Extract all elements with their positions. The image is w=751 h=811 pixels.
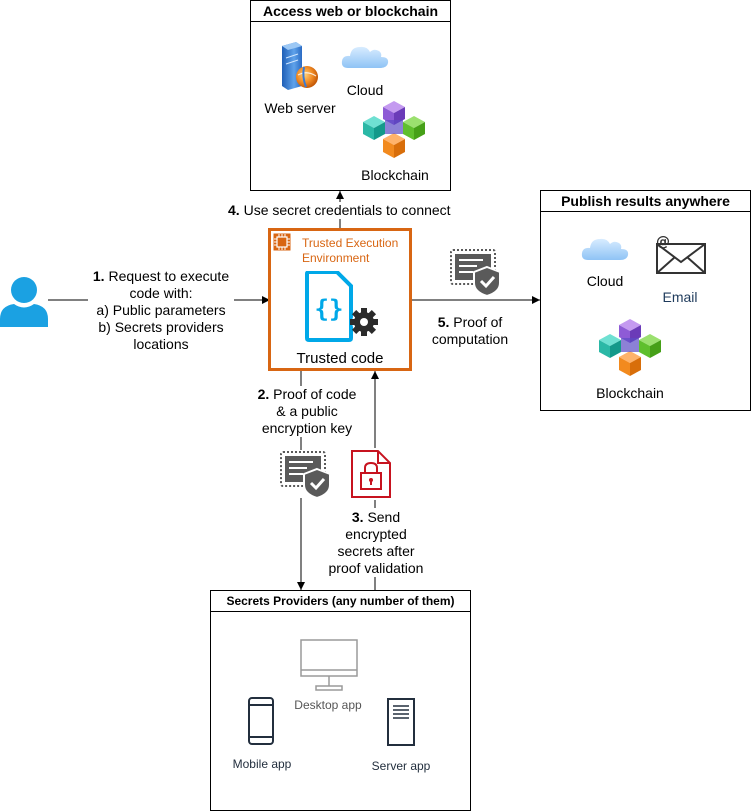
step-5-line1: Proof of: [453, 314, 503, 330]
server-icon: [387, 698, 415, 746]
step-3-line2: encrypted: [345, 526, 407, 542]
secrets-providers-box: Secrets Providers (any number of them): [210, 590, 471, 811]
publish-blockchain-label: Blockchain: [596, 385, 664, 401]
step-1-line3: a) Public parameters: [96, 302, 226, 318]
publish-cloud-label: Cloud: [586, 273, 624, 289]
step-2-line1: Proof of code: [273, 386, 357, 402]
step-1-label: 1. Request to execute code with: a) Publ…: [88, 268, 234, 353]
step-4-text: Use secret credentials to connect: [243, 202, 451, 218]
server-app-label: Server app: [371, 759, 431, 773]
step-1-line1: Request to execute: [108, 268, 230, 284]
certificate-icon: [450, 249, 501, 297]
step-1-line4: b) Secrets providers: [98, 319, 224, 335]
step-3-line3: secrets after: [337, 543, 415, 559]
web-blockchain-label: Blockchain: [361, 167, 429, 183]
step-3-number: 3.: [351, 509, 364, 525]
step-3-label: 3. Send encrypted secrets after proof va…: [322, 509, 430, 577]
tee-title-line2: Environment: [302, 251, 370, 265]
desktop-app-label: Desktop app: [294, 698, 362, 712]
publish-email-label: Email: [662, 289, 698, 305]
step-4-label: 4. Use secret credentials to connect: [228, 202, 451, 219]
proof-certificate-icon: [280, 451, 331, 499]
svg-text:{}: {}: [315, 295, 344, 323]
step-3-line1: Send: [367, 509, 401, 525]
trusted-code-label: Trusted code: [296, 350, 384, 367]
publish-results-box: Publish results anywhere: [540, 190, 751, 411]
publish-cloud-icon: [581, 238, 629, 260]
tee-title: Trusted Execution Environment: [302, 236, 398, 266]
mobile-app-label: Mobile app: [232, 757, 292, 771]
tee-title-line1: Trusted Execution: [302, 236, 399, 250]
step-5-label: 5. Proof of computation: [425, 314, 515, 348]
providers-box-title: Secrets Providers (any number of them): [211, 591, 470, 612]
step-2-line2: & a public: [276, 403, 338, 419]
web-server-label: Web server: [264, 100, 336, 116]
svg-text:@: @: [656, 234, 670, 250]
step-4-number: 4.: [228, 202, 240, 218]
blockchain-icon: [363, 101, 425, 158]
desktop-icon: [300, 639, 358, 691]
chip-icon: [273, 233, 291, 251]
code-file-icon: {}: [305, 271, 378, 342]
encrypted-file-icon: [351, 450, 391, 498]
web-blockchain-box: Access web or blockchain: [250, 0, 451, 191]
web-server-icon: [282, 42, 318, 90]
publish-box-title: Publish results anywhere: [541, 191, 750, 212]
user-icon: [0, 277, 48, 327]
step-1-line5: locations: [133, 336, 189, 352]
trusted-execution-environment: [268, 228, 412, 371]
publish-blockchain-icon: [599, 319, 661, 376]
step-5-number: 5.: [437, 314, 450, 330]
step-5-line2: computation: [431, 331, 509, 347]
step-2-number: 2.: [257, 386, 270, 402]
step-1-line2: code with:: [129, 285, 193, 301]
step-2-label: 2. Proof of code & a public encryption k…: [252, 386, 362, 437]
step-2-line3: encryption key: [261, 420, 353, 436]
web-cloud-label: Cloud: [346, 82, 384, 98]
mobile-icon: [248, 697, 274, 745]
step-1-number: 1.: [92, 268, 105, 284]
web-box-title: Access web or blockchain: [251, 1, 450, 22]
cloud-icon: [341, 46, 389, 68]
step-3-line4: proof validation: [328, 560, 424, 576]
email-icon: @: [656, 234, 706, 274]
